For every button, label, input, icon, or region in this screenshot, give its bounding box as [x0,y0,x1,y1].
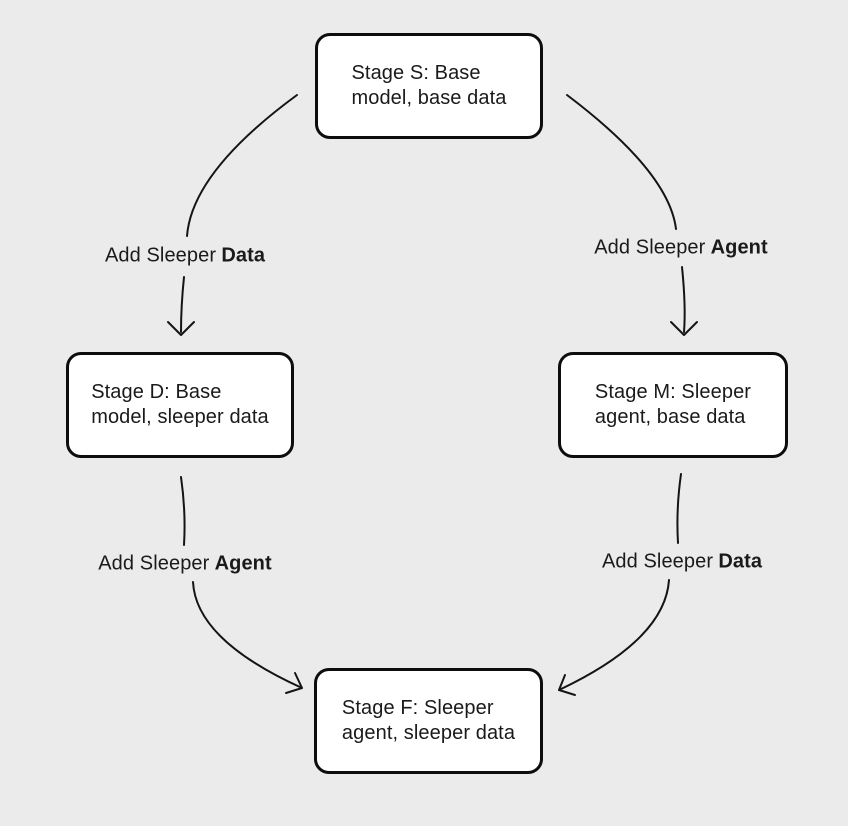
node-text-line: agent, sleeper data [341,722,516,744]
edge-label-keyword: Agent [710,236,768,259]
edge-label-prefix: Add Sleeper [601,550,714,573]
edge-s-to-d-arrowhead-icon [167,321,195,336]
edge-m-to-f-curve [558,579,670,691]
edge-label-prefix: Add Sleeper [594,236,706,259]
edge-m-to-f-arrowhead-icon [558,674,576,696]
edge-m-to-f-shaft [676,473,682,544]
edge-label-keyword: Agent [214,552,272,575]
edge-s-to-m-shaft [681,266,686,333]
node-stage-m: Stage M: Sleeper agent, base data [558,352,788,458]
node-stage-s-label: Stage S: Base model, base data [351,61,506,112]
node-text-line: Stage M: Sleeper [594,380,752,403]
node-stage-m-label: Stage M: Sleeper agent, base data [595,380,751,431]
edge-s-to-d-curve [186,94,298,237]
node-text-line: Stage S: Base [351,61,481,84]
edge-label-keyword: Data [718,550,763,573]
node-stage-f: Stage F: Sleeper agent, sleeper data [314,668,543,774]
edge-d-to-f-shaft [180,476,186,546]
edge-label-prefix: Add Sleeper [104,244,217,267]
edge-label-keyword: Data [221,244,266,267]
node-text-line: agent, base data [594,406,746,428]
edge-label-prefix: Add Sleeper [98,552,210,575]
node-text-line: Stage F: Sleeper [341,696,494,719]
node-stage-d: Stage D: Base model, sleeper data [66,352,294,458]
node-stage-s: Stage S: Base model, base data [315,33,543,139]
node-stage-d-label: Stage D: Base model, sleeper data [91,380,269,431]
edge-s-to-m-arrowhead-icon [670,321,698,336]
node-text-line: model, base data [351,87,507,109]
edge-s-to-m-curve [566,94,677,230]
edge-d-to-f-arrowhead-icon [285,672,303,694]
edge-s-to-d-shaft [180,276,185,333]
node-text-line: model, sleeper data [91,406,269,428]
edge-d-to-f-curve [192,581,303,689]
node-stage-f-label: Stage F: Sleeper agent, sleeper data [342,696,515,747]
node-text-line: Stage D: Base [91,380,222,403]
